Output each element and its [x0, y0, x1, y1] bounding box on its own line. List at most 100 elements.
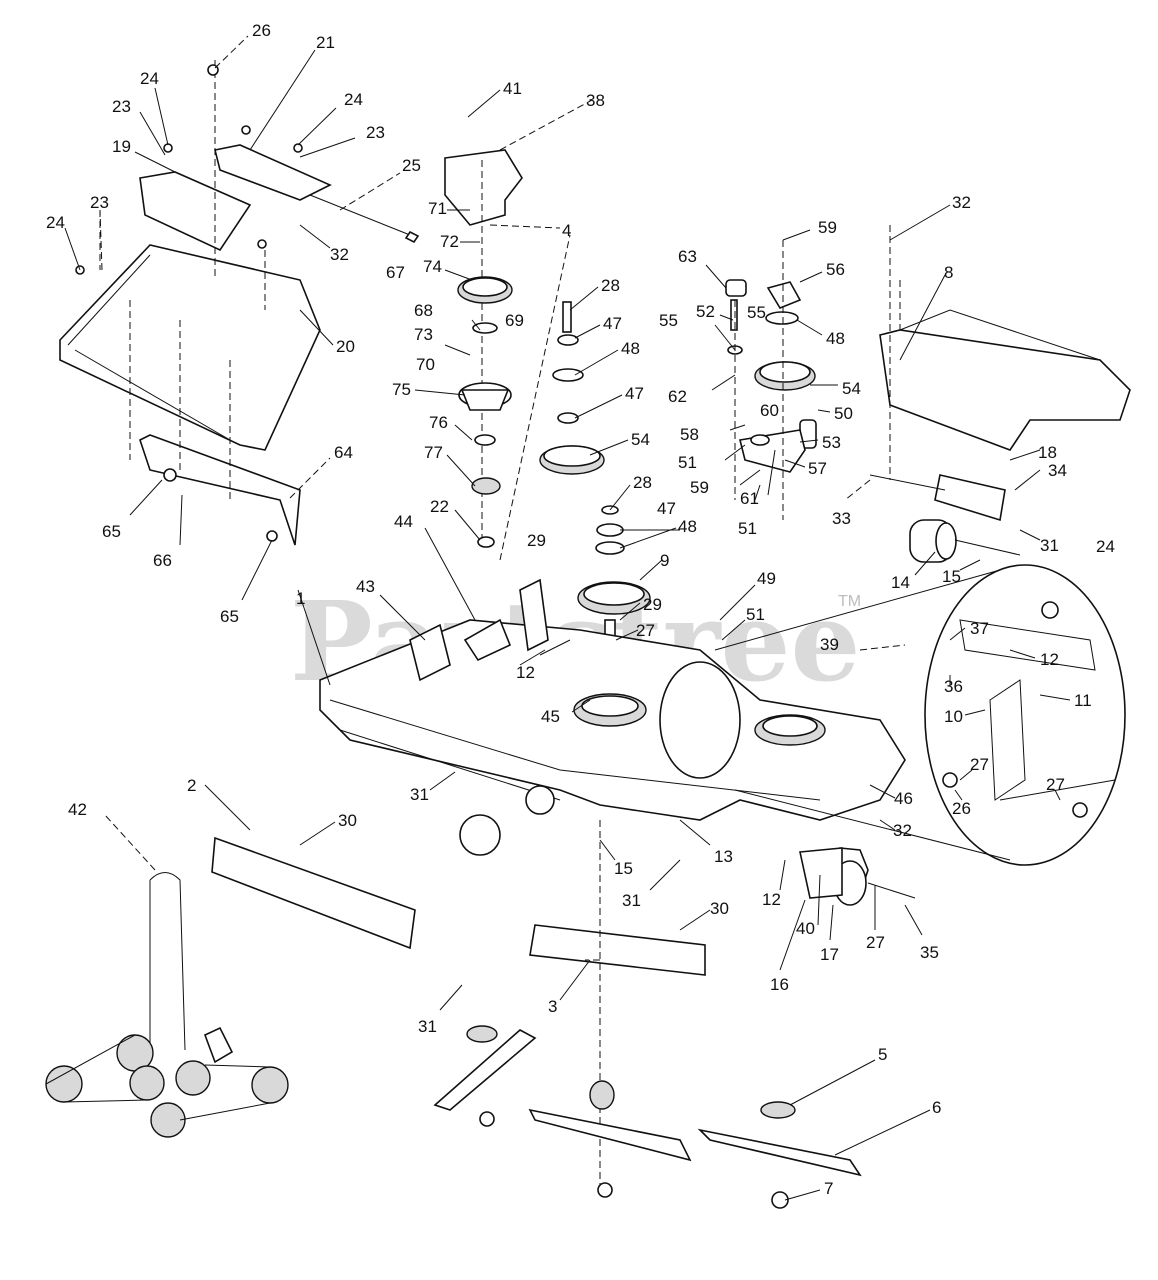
callout-19: 19: [112, 137, 131, 156]
callout-24: 24: [344, 90, 363, 109]
callout-8: 8: [944, 263, 953, 282]
callout-61: 61: [740, 489, 759, 508]
callout-52: 52: [696, 302, 715, 321]
callout-41: 41: [503, 79, 522, 98]
callout-39: 39: [820, 635, 839, 654]
callout-9: 9: [660, 551, 669, 570]
callout-53: 53: [822, 433, 841, 452]
callout-75: 75: [392, 380, 411, 399]
callout-50: 50: [834, 404, 853, 423]
callout-36: 36: [944, 677, 963, 696]
callout-38: 38: [586, 91, 605, 110]
callout-71: 71: [428, 199, 447, 218]
callout-labels: 26 21 24 23 24 23 19 25 24 23 32 20 64 6…: [46, 21, 1115, 1198]
callout-24: 24: [140, 69, 159, 88]
callout-30: 30: [710, 899, 729, 918]
callout-32: 32: [893, 821, 912, 840]
callout-27: 27: [636, 621, 655, 640]
callout-69: 69: [505, 311, 524, 330]
callout-45: 45: [541, 707, 560, 726]
callout-30: 30: [338, 811, 357, 830]
mower-blades: [433, 1025, 862, 1209]
deck-baffles-and-wheels: [211, 820, 916, 1190]
callout-66: 66: [153, 551, 172, 570]
callout-54: 54: [842, 379, 861, 398]
callout-73: 73: [414, 325, 433, 344]
mower-deck-housing: [319, 578, 906, 856]
idler-pulley-stack: [539, 301, 651, 651]
callout-33: 33: [832, 509, 851, 528]
callout-49: 49: [757, 569, 776, 588]
callout-46: 46: [894, 789, 913, 808]
callout-3: 3: [548, 997, 557, 1016]
callout-57: 57: [808, 459, 827, 478]
callout-1: 1: [296, 589, 305, 608]
callout-10: 10: [944, 707, 963, 726]
callout-72: 72: [440, 232, 459, 251]
callout-65: 65: [220, 607, 239, 626]
callout-25: 25: [402, 156, 421, 175]
callout-16: 16: [770, 975, 789, 994]
callout-22: 22: [430, 497, 449, 516]
callout-23: 23: [90, 193, 109, 212]
deflector-bracket-assembly: [869, 225, 1131, 563]
callout-23: 23: [112, 97, 131, 116]
callout-40: 40: [796, 919, 815, 938]
callout-55: 55: [747, 303, 766, 322]
callout-18: 18: [1038, 443, 1057, 462]
callout-76: 76: [429, 413, 448, 432]
callout-20: 20: [336, 337, 355, 356]
callout-5: 5: [878, 1045, 887, 1064]
callout-59: 59: [690, 478, 709, 497]
callout-21: 21: [316, 33, 335, 52]
callout-32: 32: [952, 193, 971, 212]
callout-31: 31: [622, 891, 641, 910]
callout-31: 31: [410, 785, 429, 804]
callout-23: 23: [366, 123, 385, 142]
callout-26: 26: [252, 21, 271, 40]
callout-51: 51: [678, 453, 697, 472]
callout-14: 14: [891, 573, 910, 592]
callout-47: 47: [603, 314, 622, 333]
callout-37: 37: [970, 619, 989, 638]
callout-64: 64: [334, 443, 353, 462]
callout-15: 15: [614, 859, 633, 878]
callout-12: 12: [762, 890, 781, 909]
callout-48: 48: [826, 329, 845, 348]
callout-62: 62: [668, 387, 687, 406]
callout-63: 63: [678, 247, 697, 266]
callout-17: 17: [820, 945, 839, 964]
callout-77: 77: [424, 443, 443, 462]
callout-55: 55: [659, 311, 678, 330]
callout-65: 65: [102, 522, 121, 541]
callout-32: 32: [330, 245, 349, 264]
callout-47: 47: [625, 384, 644, 403]
drive-belt-routing: [45, 872, 289, 1138]
callout-27: 27: [866, 933, 885, 952]
callout-28: 28: [601, 276, 620, 295]
callout-26: 26: [952, 799, 971, 818]
detail-magnifier: [714, 564, 1126, 866]
callout-31: 31: [1040, 536, 1059, 555]
callout-67: 67: [386, 263, 405, 282]
callout-24: 24: [46, 213, 65, 232]
callout-2: 2: [187, 776, 196, 795]
callout-43: 43: [356, 577, 375, 596]
callout-68: 68: [414, 301, 433, 320]
discharge-chute-assembly: [59, 60, 420, 546]
callout-27: 27: [1046, 775, 1065, 794]
callout-59: 59: [818, 218, 837, 237]
callout-29: 29: [527, 531, 546, 550]
callout-60: 60: [760, 401, 779, 420]
callout-51: 51: [738, 519, 757, 538]
callout-12: 12: [1040, 650, 1059, 669]
callout-35: 35: [920, 943, 939, 962]
center-spindle-assembly: [444, 149, 571, 561]
callout-12: 12: [516, 663, 535, 682]
callout-29: 29: [643, 595, 662, 614]
callout-58: 58: [680, 425, 699, 444]
callout-56: 56: [826, 260, 845, 279]
callout-4: 4: [562, 221, 571, 240]
callout-70: 70: [416, 355, 435, 374]
